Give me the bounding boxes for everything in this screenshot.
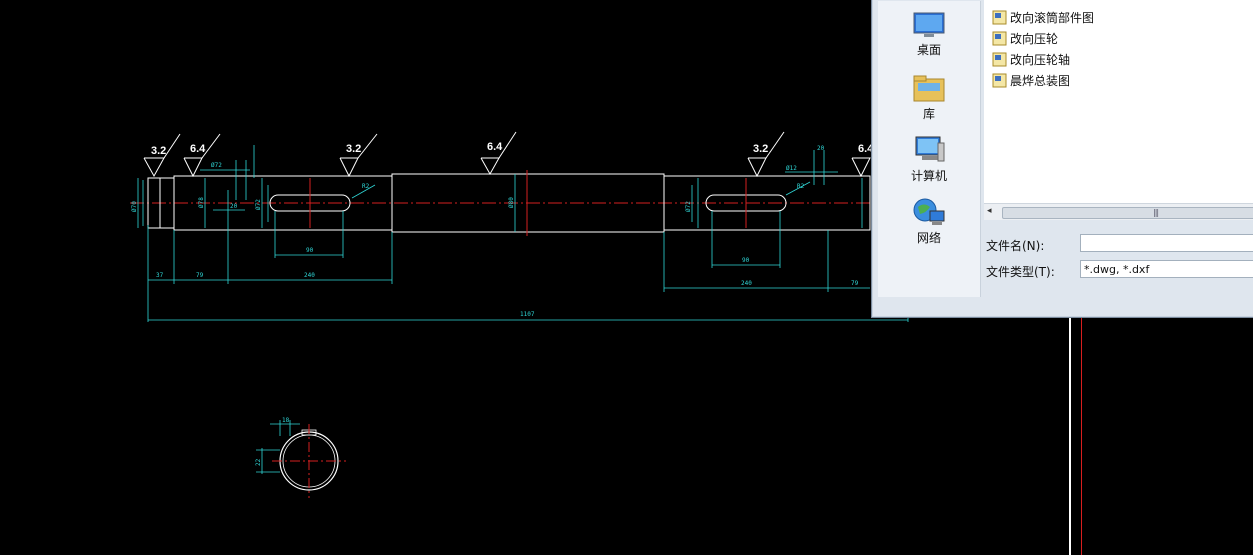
dwg-file-icon [992, 31, 1007, 45]
filename-input[interactable] [1080, 234, 1253, 252]
file-item[interactable]: 晨烨总装图 [992, 70, 1070, 90]
place-desktop[interactable]: 桌面 [878, 11, 980, 58]
place-computer[interactable]: 计算机 [878, 135, 980, 184]
file-item[interactable]: 改向压轮 [992, 28, 1058, 48]
dim-text: Ø70 [131, 201, 138, 212]
roughness-label: 6.4 [190, 143, 206, 155]
scroll-thumb[interactable]: ||| [1002, 207, 1253, 219]
network-icon [913, 198, 945, 225]
scroll-grip-icon: ||| [1153, 208, 1159, 217]
roughness-label: 6.4 [858, 143, 874, 155]
place-label: 库 [922, 107, 935, 121]
dim-text: 90 [742, 257, 750, 264]
roughness-label: 6.4 [487, 141, 503, 153]
dim-text: R2 [362, 183, 370, 190]
place-network[interactable]: 网络 [878, 197, 980, 246]
file-item[interactable]: 改向滚筒部件图 [992, 7, 1094, 27]
filetype-select[interactable]: *.dwg, *.dxf [1080, 260, 1253, 278]
dim-text: 90 [306, 247, 314, 254]
place-label: 计算机 [910, 169, 947, 183]
red-section-marks [309, 170, 747, 236]
scroll-left-arrow-icon[interactable]: ◂ [987, 206, 992, 216]
horizontal-scrollbar[interactable]: ◂ ||| [984, 203, 1253, 220]
dim-text: Ø72 [255, 199, 262, 210]
roughness-label: 3.2 [346, 143, 361, 155]
dim-text: 37 [156, 272, 164, 279]
file-item[interactable]: 改向压轮轴 [992, 49, 1070, 69]
computer-icon [915, 136, 945, 162]
dim-text: 22 [255, 458, 262, 466]
filetype-label: 文件类型(T): [986, 265, 1055, 279]
dwg-file-icon [992, 10, 1007, 24]
dim-text: Ø78 [198, 197, 205, 208]
dim-text: 20 [817, 145, 825, 152]
shaft-outline [147, 173, 871, 233]
file-name: 改向滚筒部件图 [1010, 10, 1095, 25]
file-name: 晨烨总装图 [1010, 73, 1071, 88]
desktop-icon [913, 12, 945, 37]
roughness-label: 3.2 [753, 143, 768, 155]
dim-text: 79 [851, 280, 859, 287]
place-label: 桌面 [916, 43, 941, 57]
places-bar: 桌面 库 计算机 网络 [878, 1, 981, 297]
file-name: 改向压轮 [1010, 31, 1059, 46]
dwg-file-icon [992, 73, 1007, 87]
dwg-file-icon [992, 52, 1007, 66]
dim-text: 18 [282, 417, 290, 424]
dim-text: Ø80 [508, 197, 515, 208]
red-guide-line [1081, 316, 1082, 555]
file-list[interactable]: 改向滚筒部件图 改向压轮 改向压轮轴 晨烨总装图 [984, 0, 1253, 203]
library-icon [913, 75, 945, 102]
dim-text: R2 [797, 183, 805, 190]
dim-text: 79 [196, 272, 204, 279]
filename-label: 文件名(N): [986, 239, 1045, 253]
dim-text: 20 [230, 203, 238, 210]
viewport-border-line [1069, 316, 1071, 555]
roughness-symbols [143, 131, 871, 178]
place-library[interactable]: 库 [878, 73, 980, 122]
dim-text: Ø72 [685, 201, 692, 212]
roughness-label: 3.2 [151, 145, 166, 157]
dim-text: 240 [741, 280, 752, 287]
dim-text: Ø12 [786, 165, 797, 172]
section-view [256, 420, 346, 498]
dim-text: 1107 [520, 311, 535, 318]
dim-text: 240 [304, 272, 315, 279]
place-label: 网络 [916, 231, 941, 245]
file-name: 改向压轮轴 [1010, 52, 1071, 67]
file-open-dialog[interactable]: 桌面 库 计算机 网络 [871, 0, 1253, 318]
dim-text: Ø72 [211, 162, 222, 169]
